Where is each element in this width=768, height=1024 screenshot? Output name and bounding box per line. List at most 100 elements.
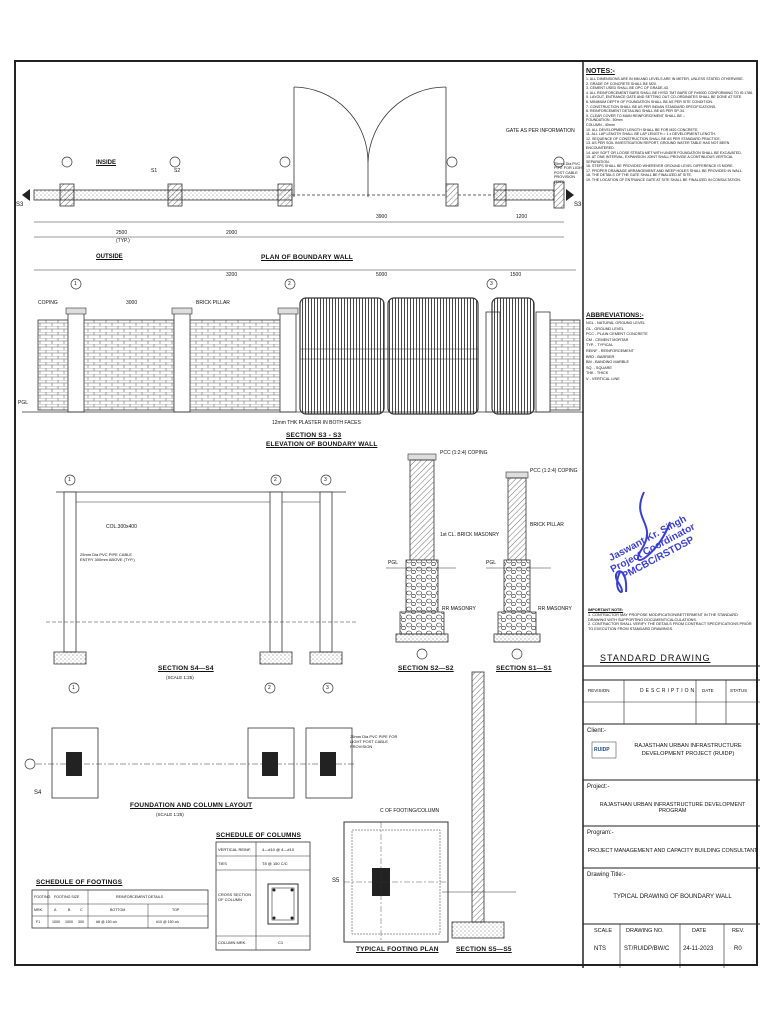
plan-of-boundary-wall xyxy=(22,86,574,238)
elevation-dim-3000: 3000 xyxy=(126,300,138,306)
schedule-columns-row2-head: TIES xyxy=(218,861,227,866)
s1-title: SECTION S1—S1 xyxy=(496,665,552,672)
footings-head-footing: FOOTING xyxy=(34,895,51,899)
note-item: FOUNDATION - 50mm xyxy=(586,118,623,123)
program-label: Program:- xyxy=(587,830,614,836)
foundation-pipe-note: 25mm Dia PVC PIPE FOR LIGHT POST CABLE P… xyxy=(350,734,398,749)
plan-section-right: S3 xyxy=(574,202,582,208)
footings-row-b: 1000 xyxy=(65,920,73,924)
notes-heading: NOTES:- xyxy=(586,68,615,75)
schedule-columns-row1-val: 4—#10 @ 4—#10 xyxy=(262,847,295,852)
footings-sub-b: B xyxy=(68,908,71,912)
footer-header-rev: REV. xyxy=(732,928,745,934)
elevation-dim-1500: 1500 xyxy=(510,272,522,278)
footings-row-a: 1000 xyxy=(52,920,60,924)
plan-inside-label: INSIDE xyxy=(96,160,117,166)
elevation-plaster-note: 12mm THK PLASTER IN BOTH FACES xyxy=(272,420,361,426)
foundation-scale: (SCALE 1:25) xyxy=(156,812,184,817)
footings-sub-c: C xyxy=(80,908,83,912)
s5-title: SECTION S5—S5 xyxy=(456,946,512,953)
note-item: 5. LAYOUT, ENTRANCE GATE AND SETTING OUT… xyxy=(586,95,743,100)
s2-brick-label: 1st CL. BRICK MASONRY xyxy=(440,532,500,538)
footer-header-scale: SCALE xyxy=(594,928,613,934)
plan-typ: (TYP.) xyxy=(116,238,130,244)
s4-title: SECTION S4—S4 xyxy=(158,665,214,672)
abbreviation-item: V - VERTICAL LINE xyxy=(586,376,620,381)
note-item: 7. CONSTRUCTION SHALL BE AS PER INDIAN S… xyxy=(586,104,717,109)
footings-row-bottom: #8 @ 150 c/c xyxy=(96,920,118,924)
s4-grid-3: 3 xyxy=(324,477,327,483)
section-s2-s2 xyxy=(386,453,456,660)
note-item: 13. AS PER SOIL INVESTIGATION REPORT, GR… xyxy=(586,141,730,150)
footer-drawing-no: ST/RUIDP/BW/C xyxy=(624,946,670,952)
foundation-grid-2: 2 xyxy=(268,685,271,691)
abbreviation-item: THK - THICK xyxy=(586,371,609,376)
footer-rev: R0 xyxy=(734,946,742,952)
note-item: 3. CEMENT USED SHALL BE OPC OF GRADE-43. xyxy=(586,86,669,91)
plan-dim-2500: 2500 xyxy=(116,230,128,236)
plan-section-left: S3 xyxy=(16,202,24,208)
foundation-grid-3: 3 xyxy=(326,685,329,691)
notes-panel: NOTES:- 1. ALL DIMENSIONS ARE IN MM AND … xyxy=(586,68,756,318)
foundation-title: FOUNDATION AND COLUMN LAYOUT xyxy=(130,802,253,809)
elevation-dim-5000: 5000 xyxy=(376,272,388,278)
footings-sub-mrk: MRK. xyxy=(34,908,43,912)
note-item: 14. ANY SOFT OR LOOSE STRATA MET WITH UN… xyxy=(586,150,742,155)
footings-sub-top: TOP xyxy=(172,908,180,912)
schedule-columns-row4-val: C1 xyxy=(278,940,284,945)
note-item: 11. ALL LAP LENGTH SHALL BE LAP LENGTH =… xyxy=(586,132,716,137)
s4-pipe-note: 25mm Dia PVC PIPE CABLE ENTRY 300mm ABOV… xyxy=(80,552,135,562)
s4-grid-2: 2 xyxy=(274,477,277,483)
abbreviation-item: NGL - NATURAL GROUND LEVEL xyxy=(586,321,646,325)
rev-header-date: DATE xyxy=(702,688,714,693)
note-item: 6. MINIMUM DEPTH OF FOUNDATION SHALL BE … xyxy=(586,99,713,104)
schedule-footings-title: SCHEDULE OF FOOTINGS xyxy=(36,879,123,886)
schedule-columns-row2-val: T8 @ 150 C/C xyxy=(262,861,288,866)
section-s5-s5 xyxy=(442,671,516,939)
schedule-columns-row1-head: VERTICAL REINF. xyxy=(218,847,252,852)
schedule-footings-table xyxy=(31,889,209,929)
footer-header-date: DATE xyxy=(692,928,707,934)
abbreviation-item: GL - GROUND LEVEL xyxy=(586,326,625,331)
elevation-grid-2: 2 xyxy=(288,281,291,287)
abbreviations-panel: ABBREVIATIONS:- NGL - NATURAL GROUND LEV… xyxy=(586,312,756,383)
footings-row-c: 300 xyxy=(78,920,84,924)
important-note-item: 2. CONTRACTOR SHALL VERIFY THE DETAILS F… xyxy=(588,622,752,632)
abbreviation-item: REINF - REINFORCEMENT xyxy=(586,348,634,353)
s1-brick-label: BRICK PILLAR xyxy=(530,522,564,528)
note-item: 16. STEPS SHALL BE PROVIDED WHEREVER GRO… xyxy=(586,164,734,169)
important-note-panel: IMPORTANT NOTE: 1. CONTRACTOR MAY PROPOS… xyxy=(588,608,754,632)
plan-dim-3900: 3900 xyxy=(376,214,388,220)
abbreviation-item: CM - CEMENT MORTAR xyxy=(586,337,629,342)
elevation-pgl: PGL xyxy=(18,400,29,406)
s4-grid-1: 1 xyxy=(68,477,71,483)
note-item: 1. ALL DIMENSIONS ARE IN MM AND LEVELS A… xyxy=(586,77,744,81)
abbreviation-item: SQ. - SQUARE xyxy=(586,365,612,370)
elevation-coping-label: COPING xyxy=(38,300,58,306)
plan-outside-label: OUTSIDE xyxy=(96,254,123,260)
s4-col-label: COL.300x400 xyxy=(106,524,137,530)
typical-footing-plan xyxy=(343,821,449,943)
footings-head-reinf: REINFORCEMENT DETAILS xyxy=(116,895,163,899)
section-s1-s1 xyxy=(486,471,551,660)
elevation-grid-1: 1 xyxy=(74,281,77,287)
section-s4-s4 xyxy=(46,474,356,665)
plan-pipe-note: 25mm Dia PVC PIPE FOR LIGHT POST CABLE P… xyxy=(554,162,584,184)
project-name: RAJASTHAN URBAN INFRASTRUCTURE DEVELOPME… xyxy=(599,802,746,814)
footings-head-size: FOOTING SIZE xyxy=(54,895,80,899)
rev-header-status: STATUS xyxy=(730,688,748,693)
note-item: 19. THE LOCATION OF ENTRANCE GATE AT SIT… xyxy=(586,178,741,183)
important-note-heading: IMPORTANT NOTE: xyxy=(588,608,624,612)
standard-drawing-label: STANDARD DRAWING xyxy=(600,653,711,663)
rev-header-description: DESCRIPTION xyxy=(640,688,697,694)
note-item: 10. ALL DEVELOPMENT LENGTH SHALL BE FOR … xyxy=(586,127,699,132)
s1-rubble-label: RR MASONRY xyxy=(538,606,572,612)
s2-rubble-label: RR MASONRY xyxy=(442,606,476,612)
elevation-boundary-wall xyxy=(22,269,584,415)
note-item: 15. AT ONE INTERVAL, EXPANSION JOINT SHA… xyxy=(586,155,734,164)
note-item: 8. REINFORCEMENT DETAILING SHALL BE AS P… xyxy=(586,109,685,114)
abbreviation-item: PCC - PLAIN CEMENT CONCRETE xyxy=(586,332,648,337)
important-note-item: 1. CONTRACTOR MAY PROPOSE MODIFICATION/B… xyxy=(588,612,738,622)
note-item: 18. THE DETAILS OF THE GATE SHALL BE FIN… xyxy=(586,173,692,178)
rev-header-revision: REVISION xyxy=(588,688,610,693)
